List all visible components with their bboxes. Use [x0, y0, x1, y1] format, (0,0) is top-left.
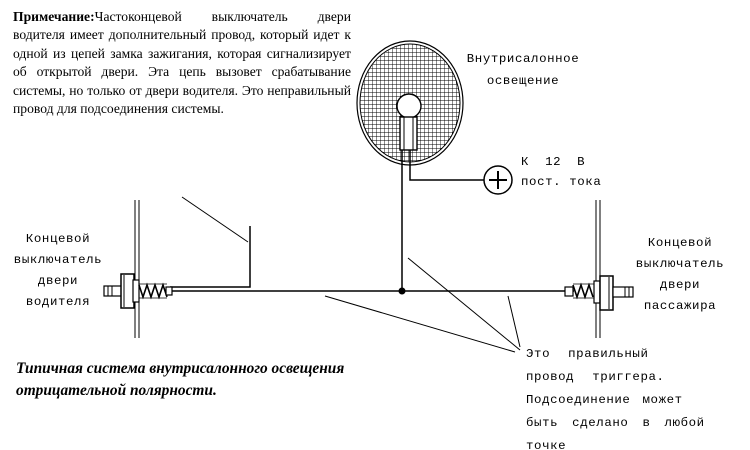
driver-switch-label-line: двери: [37, 274, 79, 288]
trigger-note-line: Это правильный: [526, 347, 649, 361]
ignition-lock-wire: [170, 226, 251, 288]
note-heading: Примечание:: [13, 9, 95, 24]
driver-door-switch: [103, 200, 173, 338]
driver-switch-label-line: водителя: [25, 295, 91, 309]
wiring-note: Примечание:Частоконцевой выключатель две…: [13, 8, 351, 118]
driver-switch-label-line: выключатель: [13, 253, 103, 267]
dome-light-label-line: освещение: [486, 74, 560, 88]
note-body: Частоконцевой выключатель двери водителя…: [13, 9, 351, 117]
dome-light-label-line: Внутрисалонное: [466, 52, 580, 66]
trigger-pointer-lines: [324, 257, 521, 353]
power-label-line: К 12 В: [521, 155, 586, 169]
trigger-note-line: точке: [526, 439, 567, 450]
trigger-note-line: Подсоединение может: [526, 393, 683, 407]
driver-switch-label-line: Концевой: [25, 232, 91, 246]
passenger-door-switch: [564, 200, 634, 338]
passenger-switch-label-line: пассажира: [643, 299, 717, 313]
dome-light: [356, 40, 464, 166]
passenger-switch-label: Концевой выключатель двери пассажира: [624, 233, 736, 317]
bulb-icon: [396, 93, 422, 151]
power-label: К 12 В пост. тока: [521, 152, 601, 192]
passenger-switch-label-line: Концевой: [647, 236, 713, 250]
trigger-note-line: провод триггера.: [526, 370, 665, 384]
trigger-note-line: быть сделано в любой: [526, 416, 705, 430]
diagram-caption: Типичная система внутрисалонного освещен…: [16, 358, 344, 402]
trigger-note: Это правильный провод триггера. Подсоеди…: [526, 343, 705, 450]
note-pointer-line: [181, 196, 249, 243]
dome-light-label: Внутрисалонное освещение: [446, 48, 600, 92]
power-label-line: пост. тока: [521, 175, 602, 189]
caption-line: Типичная система внутрисалонного освещен…: [16, 360, 345, 377]
passenger-switch-label-line: выключатель: [635, 257, 725, 271]
passenger-switch-label-line: двери: [659, 278, 701, 292]
plus-in-circle-icon: [483, 165, 513, 195]
caption-line: отрицательной полярности.: [16, 382, 217, 399]
driver-switch-label: Концевой выключатель двери водителя: [6, 229, 110, 313]
power-wire: [409, 150, 484, 181]
